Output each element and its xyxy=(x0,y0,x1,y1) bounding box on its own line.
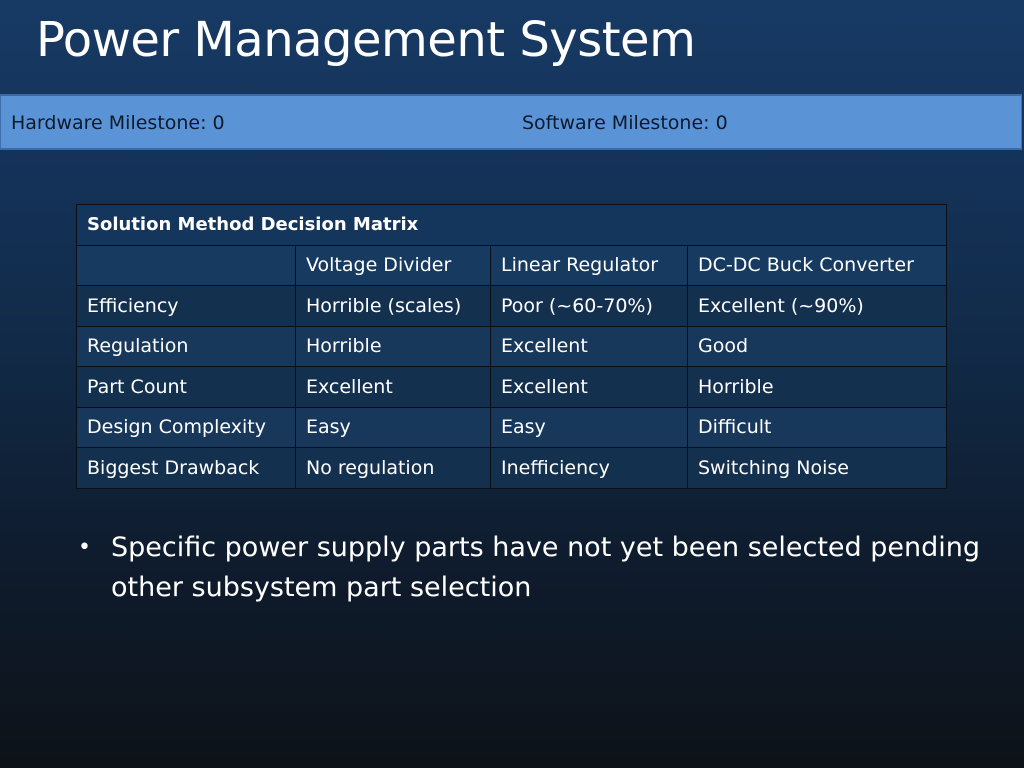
decision-matrix-table: Solution Method Decision Matrix Voltage … xyxy=(75,204,948,489)
row-label: Part Count xyxy=(76,366,296,408)
row-label: Efficiency xyxy=(76,285,296,327)
table-cell: Excellent xyxy=(490,366,688,408)
table-row: Design Complexity Easy Easy Difficult xyxy=(76,406,948,448)
table-cell: Easy xyxy=(490,406,688,448)
row-label: Design Complexity xyxy=(76,406,296,448)
bullet-list: • Specific power supply parts have not y… xyxy=(78,528,1008,608)
table-cell: Poor (~60-70%) xyxy=(490,285,688,327)
table-cell: Horrible xyxy=(295,325,491,367)
bullet-text: Specific power supply parts have not yet… xyxy=(111,532,980,603)
table-row: Part Count Excellent Excellent Horrible xyxy=(76,366,948,408)
table-cell: Inefficiency xyxy=(490,447,688,489)
header-cell: DC-DC Buck Converter xyxy=(686,244,948,286)
slide-title: Power Management System xyxy=(36,12,696,68)
software-milestone: Software Milestone: 0 xyxy=(522,112,728,134)
table-caption: Solution Method Decision Matrix xyxy=(75,204,948,246)
table-cell: No regulation xyxy=(295,447,491,489)
header-cell: Linear Regulator xyxy=(490,244,688,286)
table-header-row: Voltage Divider Linear Regulator DC-DC B… xyxy=(76,244,948,286)
milestone-bar: Hardware Milestone: 0 Software Milestone… xyxy=(0,94,1022,150)
table-row: Biggest Drawback No regulation Inefficie… xyxy=(76,447,948,489)
hardware-milestone: Hardware Milestone: 0 xyxy=(11,112,225,134)
table-row: Efficiency Horrible (scales) Poor (~60-7… xyxy=(76,285,948,327)
header-cell: Voltage Divider xyxy=(295,244,491,286)
table-cell: Difficult xyxy=(686,406,948,448)
table-cell: Excellent (~90%) xyxy=(686,285,948,327)
row-label: Regulation xyxy=(76,325,296,367)
table-cell: Easy xyxy=(295,406,491,448)
table-cell: Excellent xyxy=(490,325,688,367)
table-cell: Switching Noise xyxy=(686,447,948,489)
table-caption-row: Solution Method Decision Matrix xyxy=(75,204,948,246)
bullet-item: • Specific power supply parts have not y… xyxy=(78,528,1008,608)
table-cell: Horrible xyxy=(686,366,948,408)
table-cell: Excellent xyxy=(295,366,491,408)
row-label: Biggest Drawback xyxy=(76,447,296,489)
header-cell xyxy=(76,244,296,286)
table-cell: Good xyxy=(686,325,948,367)
bullet-marker: • xyxy=(78,535,91,560)
table-row: Regulation Horrible Excellent Good xyxy=(76,325,948,367)
table-cell: Horrible (scales) xyxy=(295,285,491,327)
